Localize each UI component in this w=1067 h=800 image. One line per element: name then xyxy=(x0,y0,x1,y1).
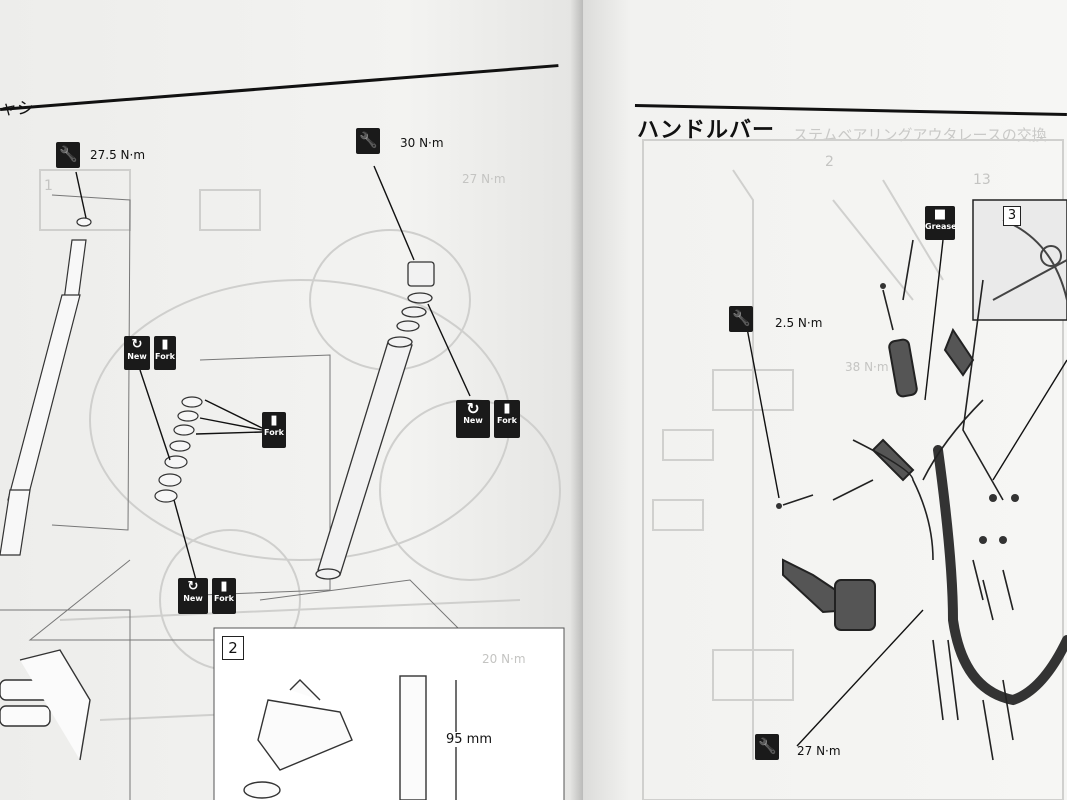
step-box-3: 3 xyxy=(1003,206,1021,226)
left-page: ャシ xyxy=(0,0,583,800)
right-diagram xyxy=(642,139,1067,800)
bottom-left-drawing xyxy=(0,649,91,761)
fork-oil-badge: ▮Fork xyxy=(262,412,286,448)
faint-background-drawing xyxy=(642,139,1064,800)
fork-tube-left xyxy=(0,217,92,556)
torque-label-1: 2.5 N·m xyxy=(775,316,823,330)
handlebar xyxy=(933,445,1067,706)
faint-step-box-2: 2 xyxy=(825,154,834,170)
faint-torque-label: 27 N·m xyxy=(462,172,506,186)
dimension-label: 95 mm xyxy=(444,732,495,747)
faint-step-box-13: 13 xyxy=(973,172,991,188)
new-badge: ↻New xyxy=(456,400,490,438)
seal-stack xyxy=(154,396,203,503)
leader-lines xyxy=(746,239,1067,747)
small-parts xyxy=(776,283,1019,544)
grease-badge: ■Grease xyxy=(925,206,957,240)
torque-label-2: 27 N·m xyxy=(797,744,841,758)
new-badge: ↻New xyxy=(178,578,208,614)
fork-oil-badge: ▮Fork xyxy=(494,400,520,438)
leader-lines xyxy=(75,165,471,581)
wrench-icon xyxy=(56,142,80,168)
faint-step-box-1: 1 xyxy=(44,178,53,194)
fork-oil-badge: ▮Fork xyxy=(212,578,236,614)
step-box-2: 2 xyxy=(222,636,244,660)
left-header-title: ャシ xyxy=(0,99,34,119)
faint-torque-label-2: 20 N·m xyxy=(482,652,526,666)
brake-lever-assembly xyxy=(782,327,975,631)
faint-torque-label: 38 N·m xyxy=(845,360,889,374)
page-title: ハンドルバー xyxy=(637,118,776,143)
step-2-drawing xyxy=(243,675,457,800)
wrench-icon xyxy=(755,734,779,760)
wrench-icon xyxy=(729,306,753,332)
left-diagram xyxy=(0,165,565,800)
torque-label-2: 30 N·m xyxy=(400,136,444,150)
right-page: ハンドルバー ステムベアリングアウタレースの交換 xyxy=(583,0,1067,800)
fork-oil-badge: ▮Fork xyxy=(154,336,176,370)
torque-label-1: 27.5 N·m xyxy=(90,148,146,162)
new-badge: ↻New xyxy=(124,336,150,370)
cables-and-bolts xyxy=(782,239,1014,761)
fork-tube-right xyxy=(315,261,435,580)
wrench-icon xyxy=(356,128,380,154)
